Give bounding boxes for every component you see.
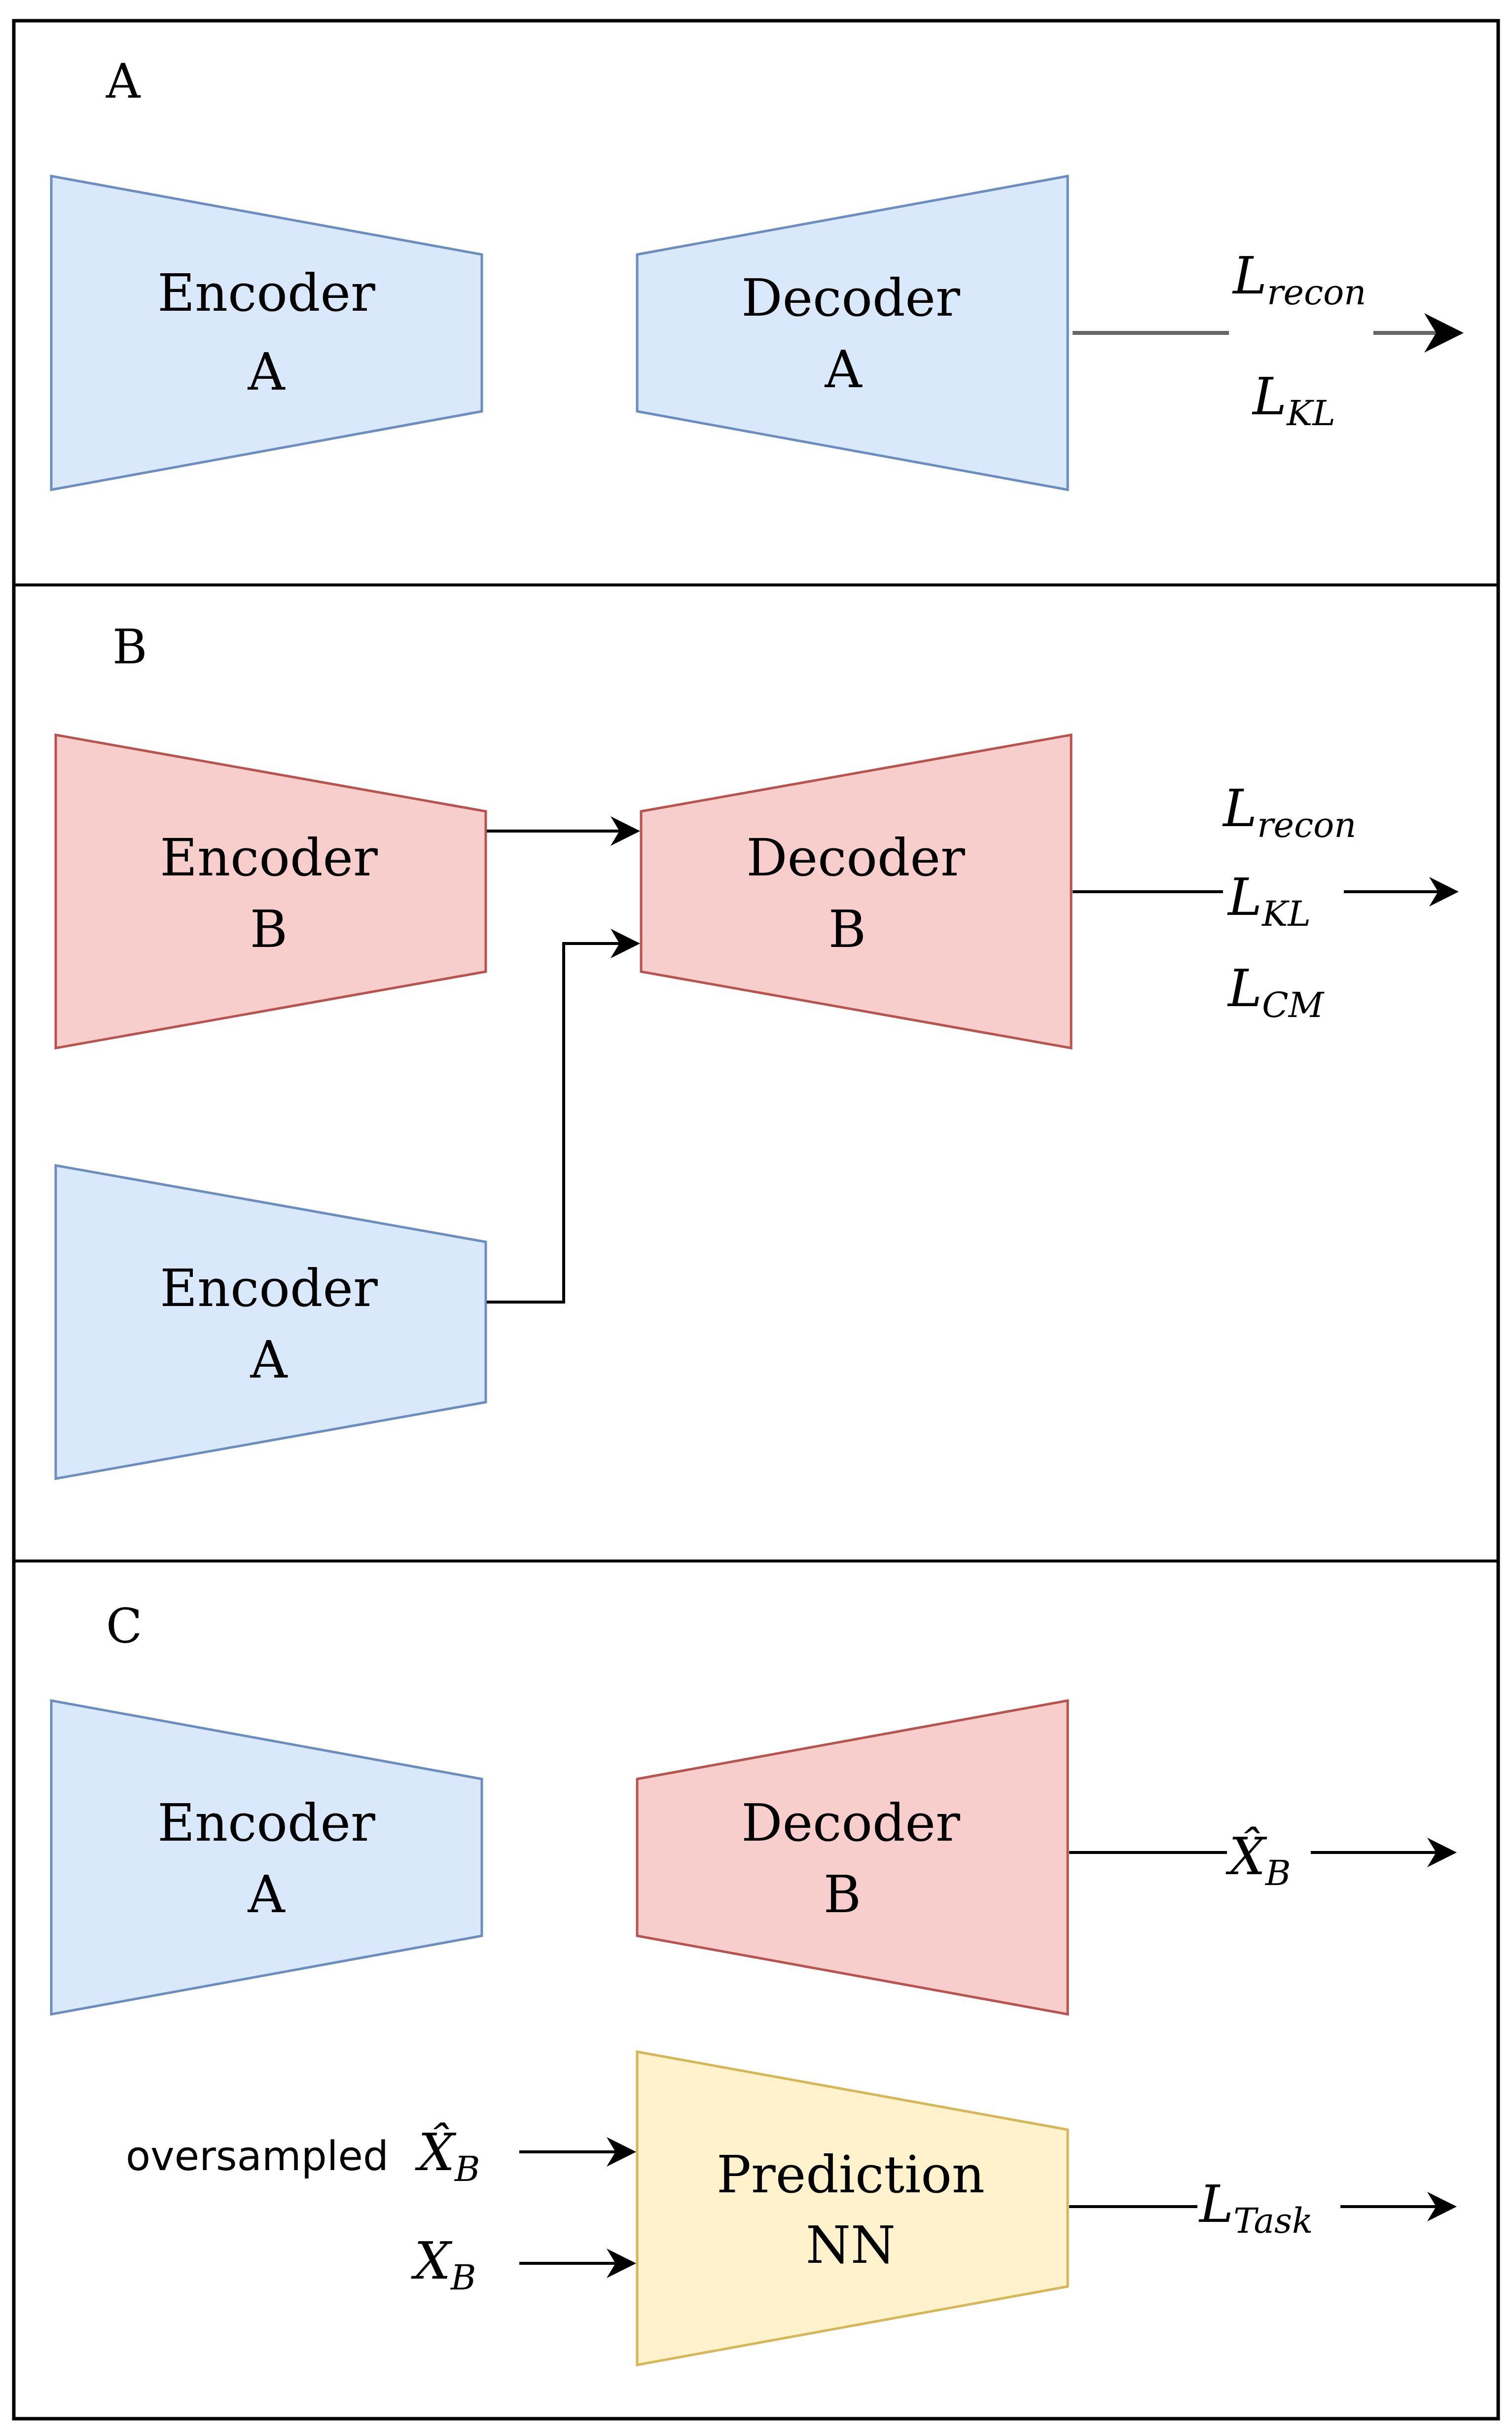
encoder-a-line1: Encoder bbox=[157, 263, 375, 323]
encoder-a-c-line2: A bbox=[247, 1864, 286, 1924]
decoder-b-line1: Decoder bbox=[746, 828, 965, 888]
input-oversampled-xhat: X̂B bbox=[415, 2122, 480, 2189]
panel-c-output-xhat: X̂B bbox=[1225, 1826, 1291, 1893]
panel-b-loss-mask bbox=[1223, 853, 1344, 927]
panel-a: A Encoder A Decoder A Lrecon LKL bbox=[50, 54, 1464, 491]
prediction-nn-block: Prediction NN bbox=[636, 2050, 1069, 2366]
panel-a-label: A bbox=[106, 54, 141, 109]
panel-c-label: C bbox=[106, 1598, 142, 1654]
panel-c-loss-mask bbox=[1197, 2165, 1340, 2244]
prediction-nn-line1: Prediction bbox=[717, 2144, 985, 2205]
encoder-b-block: Encoder B bbox=[54, 733, 487, 1050]
decoder-b-line2: B bbox=[828, 899, 866, 959]
encoder-a-block-c: Encoder A bbox=[50, 1699, 483, 2016]
encoder-a-to-decoder-arrow bbox=[487, 929, 640, 1304]
panel-a-loss-kl: LKL bbox=[1252, 366, 1335, 434]
encoder-a-c-line1: Encoder bbox=[157, 1793, 375, 1853]
panel-b-label: B bbox=[112, 619, 147, 675]
panel-c: C Encoder A Decoder B X̂B Prediction NN … bbox=[50, 1598, 1457, 2366]
panel-b-loss-kl: LKL bbox=[1227, 867, 1311, 934]
prediction-nn-line2: NN bbox=[806, 2215, 896, 2275]
panel-a-loss-recon: Lrecon bbox=[1232, 246, 1366, 313]
encoder-a-b-line1: Encoder bbox=[160, 1258, 378, 1318]
panel-b-loss-recon: Lrecon bbox=[1222, 778, 1356, 845]
decoder-a-line1: Decoder bbox=[741, 268, 960, 328]
encoder-a-block: Encoder A bbox=[50, 175, 483, 491]
encoder-b-line1: Encoder bbox=[160, 828, 378, 888]
encoder-a-line2: A bbox=[247, 342, 286, 402]
panel-b: B Encoder B Encoder A Decoder B Lrecon L… bbox=[54, 619, 1459, 1480]
encoder-a-block-b: Encoder A bbox=[54, 1164, 487, 1480]
panel-b-loss-cm: LCM bbox=[1227, 958, 1325, 1025]
decoder-a-block: Decoder A bbox=[636, 175, 1069, 491]
input-real-xb: XB bbox=[411, 2231, 476, 2298]
decoder-a-line2: A bbox=[824, 339, 863, 399]
encoder-b-line2: B bbox=[250, 899, 288, 959]
input-oversampled-label: oversampled bbox=[126, 2133, 389, 2180]
decoder-b-block: Decoder B bbox=[640, 733, 1073, 1050]
decoder-b-c-line1: Decoder bbox=[741, 1793, 960, 1853]
decoder-b-block-c: Decoder B bbox=[636, 1699, 1069, 2016]
panel-c-loss-task: LTask bbox=[1198, 2174, 1313, 2241]
encoder-a-b-line2: A bbox=[250, 1330, 288, 1390]
decoder-b-c-line2: B bbox=[824, 1864, 861, 1924]
panel-c-output-mask bbox=[1227, 1805, 1311, 1899]
